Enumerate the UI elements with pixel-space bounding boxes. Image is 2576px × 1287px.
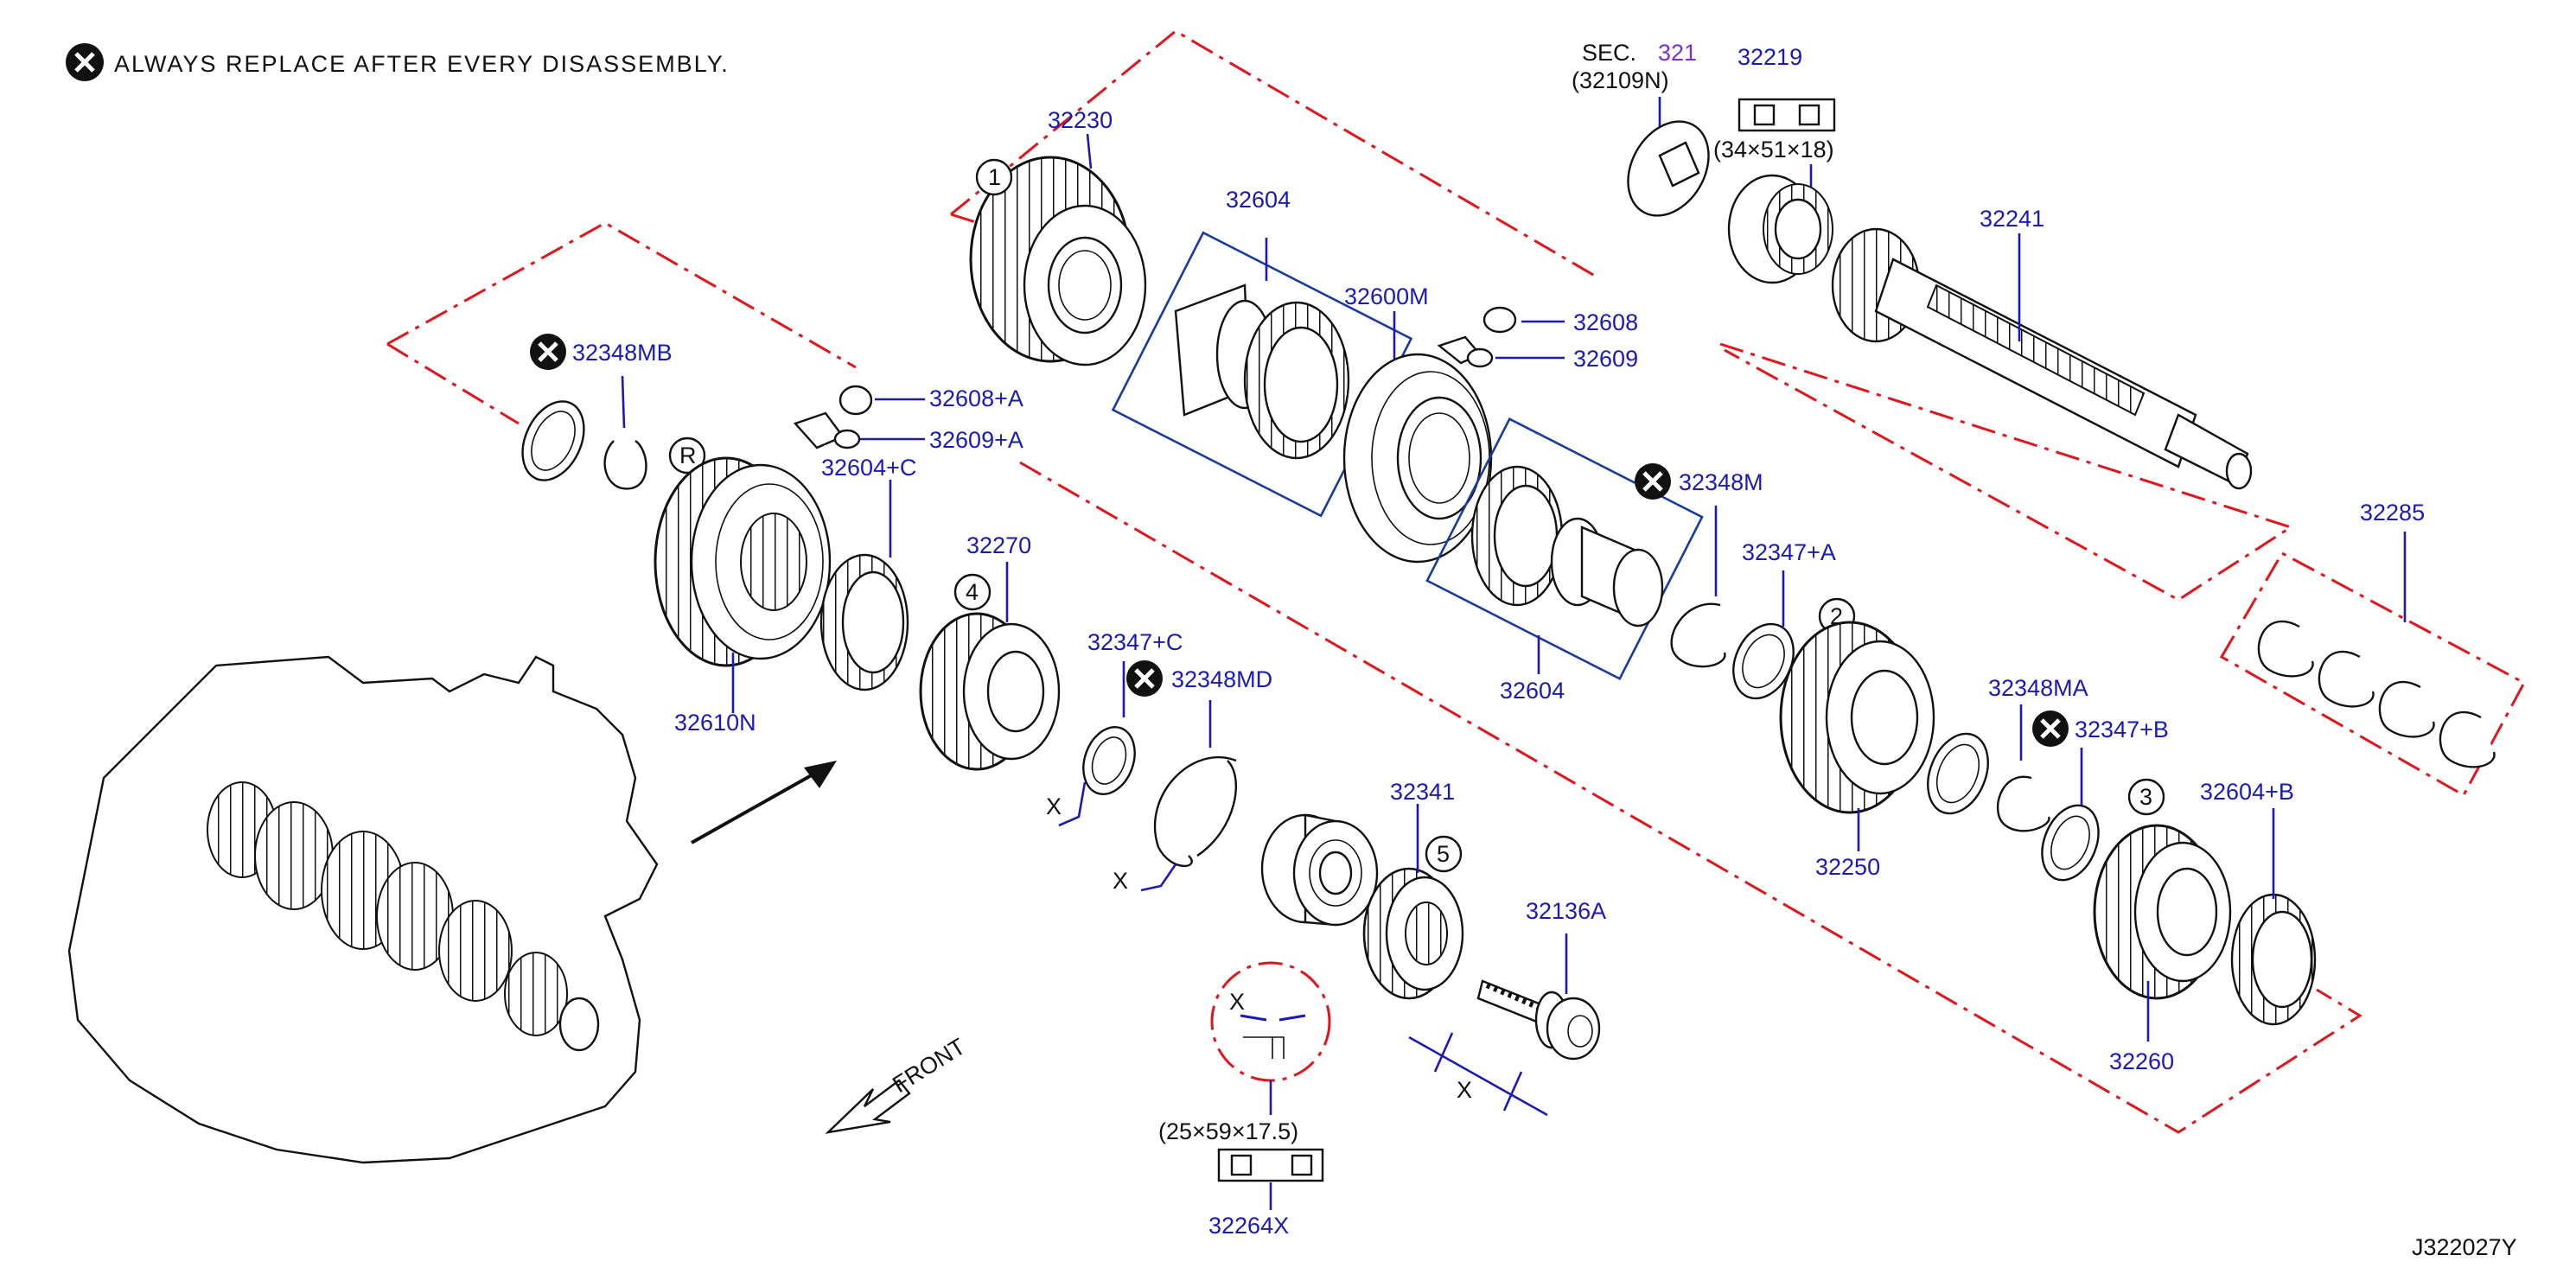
washer-32347B[interactable]: 32347+B [2031,710,2169,889]
washer-32347A[interactable]: 32347+A [1722,539,1836,708]
svg-text:32609+A: 32609+A [929,427,1023,453]
svg-text:32285: 32285 [2360,500,2425,526]
notice-text: ALWAYS REPLACE AFTER EVERY DISASSEMBLY. [114,51,730,77]
front-arrow: FRONT [825,1033,970,1134]
svg-text:32604+B: 32604+B [2200,779,2294,805]
front-label: FRONT [888,1033,970,1098]
svg-text:32609: 32609 [1573,346,1638,372]
svg-text:32270: 32270 [966,532,1031,558]
part-32609A[interactable]: 32609+A [793,411,1023,453]
gear-32270[interactable] [919,612,1061,771]
marker-4: 4 [953,573,992,611]
svg-text:32604: 32604 [1500,678,1565,704]
diagram-id: J322027Y [2412,1234,2517,1260]
label-32250[interactable]: 32250 [1815,808,1880,880]
gear-32341[interactable] [1362,867,1464,1000]
part-32608[interactable]: 32608 [1482,306,1638,335]
gear-32260[interactable] [2093,824,2232,1000]
svg-text:32604: 32604 [1226,187,1291,213]
svg-text:X: X [1229,989,1245,1015]
label-32136A[interactable]: 32136A X [1408,898,1606,1117]
housing-gear-stack [207,781,600,1052]
bearing-32219[interactable]: 32219 (34×51×18) [1713,44,1836,284]
label-32604-top[interactable]: 32604 [1226,187,1291,281]
svg-text:32347+B: 32347+B [2075,717,2169,742]
synchro-ring-32604B[interactable] [2230,893,2317,1026]
part-32609[interactable]: 32609 [1437,335,1638,372]
svg-text:32608+A: 32608+A [929,385,1023,411]
shim-set-32285[interactable]: 32285 [2257,500,2496,768]
svg-text:(25×59×17.5): (25×59×17.5) [1158,1118,1298,1144]
assembly-outlines [386,29,2527,1134]
svg-text:32347+C: 32347+C [1087,629,1183,655]
svg-text:32341: 32341 [1390,779,1455,805]
gear-32250[interactable] [1779,621,1935,814]
label-32260[interactable]: 32260 [2109,981,2174,1074]
marker-3: 3 [2127,778,2165,816]
label-32270[interactable]: 32270 [966,532,1031,622]
part-32348MB[interactable]: 32348MB [511,334,673,490]
synchro-ring-32604C[interactable] [819,553,909,691]
svg-text:32250: 32250 [1815,854,1880,880]
snap-ring-32348M[interactable]: 32348M [1635,463,1763,668]
svg-text:X: X [1113,868,1128,894]
marker-5: 5 [1425,835,1463,873]
svg-text:32348MA: 32348MA [1988,675,2088,701]
svg-text:1: 1 [988,164,1001,190]
transmission-housing [67,655,837,1164]
svg-text:3: 3 [2139,784,2152,810]
svg-text:32604+C: 32604+C [821,455,916,481]
svg-text:32608: 32608 [1573,309,1638,335]
svg-text:4: 4 [966,579,979,605]
bearing-32264X[interactable] [1260,813,1379,927]
label-32241[interactable]: 32241 [1980,206,2044,341]
svg-text:R: R [679,443,697,468]
svg-text:32241: 32241 [1980,206,2044,232]
label-32230[interactable]: 32230 [1048,107,1113,169]
svg-text:32348M: 32348M [1679,469,1763,495]
svg-text:X: X [1457,1077,1472,1103]
sleeve-32600M[interactable] [1342,353,1493,564]
label-32604-bottom[interactable]: 32604 [1500,635,1565,704]
synchro-32604-bottom[interactable] [1470,465,1664,628]
svg-text:(34×51×18): (34×51×18) [1713,137,1834,162]
svg-text:321: 321 [1658,40,1697,66]
svg-text:32610N: 32610N [674,710,756,736]
label-32604C[interactable]: 32604+C [821,455,916,557]
label-32610N[interactable]: 32610N [674,653,756,736]
gear-32230[interactable] [969,156,1147,366]
label-32604B[interactable]: 32604+B [2200,779,2294,899]
svg-text:32136A: 32136A [1526,898,1606,924]
notice-header: ALWAYS REPLACE AFTER EVERY DISASSEMBLY. [66,43,730,81]
svg-text:32348MD: 32348MD [1171,666,1272,692]
label-32600M[interactable]: 32600M [1344,284,1429,359]
svg-text:SEC.: SEC. [1582,40,1636,66]
synchro-32604-top[interactable] [1174,284,1350,460]
ring-32348MA[interactable]: 32348MA [1916,675,2088,832]
gear-32610N[interactable] [654,456,832,667]
svg-text:32219: 32219 [1738,44,1802,70]
svg-text:32264X: 32264X [1208,1213,1289,1239]
marker-1: 1 [975,158,1013,196]
label-32341[interactable]: 32341 [1390,779,1455,873]
svg-text:5: 5 [1437,841,1450,867]
label-32264X[interactable]: (25×59×17.5) 32264X [1158,1118,1324,1239]
svg-text:X: X [1046,793,1062,819]
bolt-32136A[interactable] [1476,979,1601,1061]
part-32608A[interactable]: 32608+A [838,385,1023,416]
washer-32347C[interactable]: 32347+C X [1046,629,1183,827]
input-shaft-32241[interactable] [1831,227,2253,490]
svg-text:32348MB: 32348MB [572,340,673,366]
detail-x-32264X: X [1229,989,1306,1115]
svg-text:32230: 32230 [1048,107,1113,133]
snap-ring-32348MD[interactable]: 32348MD X [1113,660,1272,894]
svg-text:32260: 32260 [2109,1048,2174,1074]
sec-321-ref[interactable]: SEC. 321 (32109N) [1572,40,1725,230]
svg-text:32347+A: 32347+A [1742,539,1836,565]
svg-text:32600M: 32600M [1344,284,1429,309]
marker-R: R [668,436,706,475]
svg-text:(32109N): (32109N) [1572,67,1669,93]
